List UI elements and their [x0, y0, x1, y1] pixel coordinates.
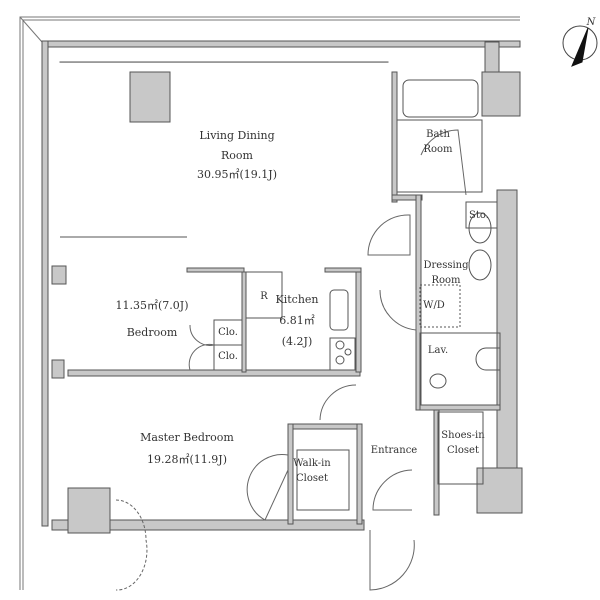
column-living	[129, 71, 171, 123]
bathtub-icon	[402, 79, 479, 118]
door-master	[319, 384, 357, 421]
shoes-closet-name: Shoes-in	[441, 430, 485, 441]
door-bath	[420, 129, 467, 196]
dressing-room-name: Dressing	[423, 260, 469, 271]
door-lav	[379, 289, 417, 331]
balcony	[19, 16, 520, 590]
door-living	[367, 214, 411, 256]
lav-label: Lav.	[427, 345, 449, 356]
door-balcony	[115, 499, 148, 591]
door-shoes	[372, 469, 413, 511]
door-entrance	[369, 530, 415, 591]
refrigerator-box	[245, 271, 283, 319]
bedroom-area: 11.35㎡(7.0J)	[115, 299, 189, 312]
interior-walls	[59, 61, 501, 525]
refrigerator-label: R	[260, 291, 268, 302]
bath-room-name: Bath	[426, 129, 450, 140]
compass-north-label: N	[586, 17, 596, 28]
kitchen-name: Kitchen	[275, 293, 319, 306]
dressing-room-name-2: Room	[431, 275, 461, 286]
kitchen-sink-icon	[329, 289, 349, 331]
doors	[115, 129, 467, 591]
living-room-name-2: Room	[221, 149, 253, 162]
door-walkin	[246, 454, 289, 521]
burner-icon	[335, 355, 345, 365]
entrance-label: Entrance	[370, 445, 418, 456]
column-master	[67, 487, 111, 534]
living-room-name: Living Dining	[199, 129, 275, 142]
walkin-closet-name-2: Closet	[296, 473, 328, 484]
burner-icon	[344, 348, 352, 356]
bedroom-name: Bedroom	[126, 326, 178, 339]
bath-room-outline	[396, 119, 483, 193]
compass-icon	[562, 25, 598, 67]
living-room-area: 30.95㎡(19.1J)	[197, 168, 277, 181]
walkin-closet-name: Walk-in	[293, 458, 331, 469]
master-bedroom-area: 19.28㎡(11.9J)	[147, 453, 227, 466]
outer-walls	[41, 40, 523, 531]
sink-icon	[468, 249, 492, 281]
door-closet	[188, 324, 215, 371]
burner-icon	[335, 340, 345, 350]
bath-room-name-2: Room	[423, 144, 453, 155]
shoes-closet-name-2: Closet	[447, 445, 479, 456]
washer-dryer-box	[419, 284, 461, 328]
sink-icon	[468, 212, 492, 244]
shoes-closet-inner	[437, 411, 484, 485]
master-bedroom-name: Master Bedroom	[140, 431, 234, 444]
kitchen-area-j: (4.2J)	[281, 335, 313, 348]
kitchen-area: 6.81㎡	[279, 314, 315, 327]
storage-label: Sto.	[469, 210, 489, 221]
storage-box	[465, 201, 498, 229]
wd-label: W/D	[423, 300, 445, 311]
walkin-inner	[296, 449, 350, 511]
toilet-icon	[475, 347, 500, 371]
stove-icon	[329, 337, 356, 371]
closet-label-1: Clo.	[218, 327, 238, 338]
lav-sink-icon	[429, 373, 447, 389]
closet-label-2: Clo.	[218, 351, 238, 362]
lavatory-outline	[419, 332, 501, 406]
